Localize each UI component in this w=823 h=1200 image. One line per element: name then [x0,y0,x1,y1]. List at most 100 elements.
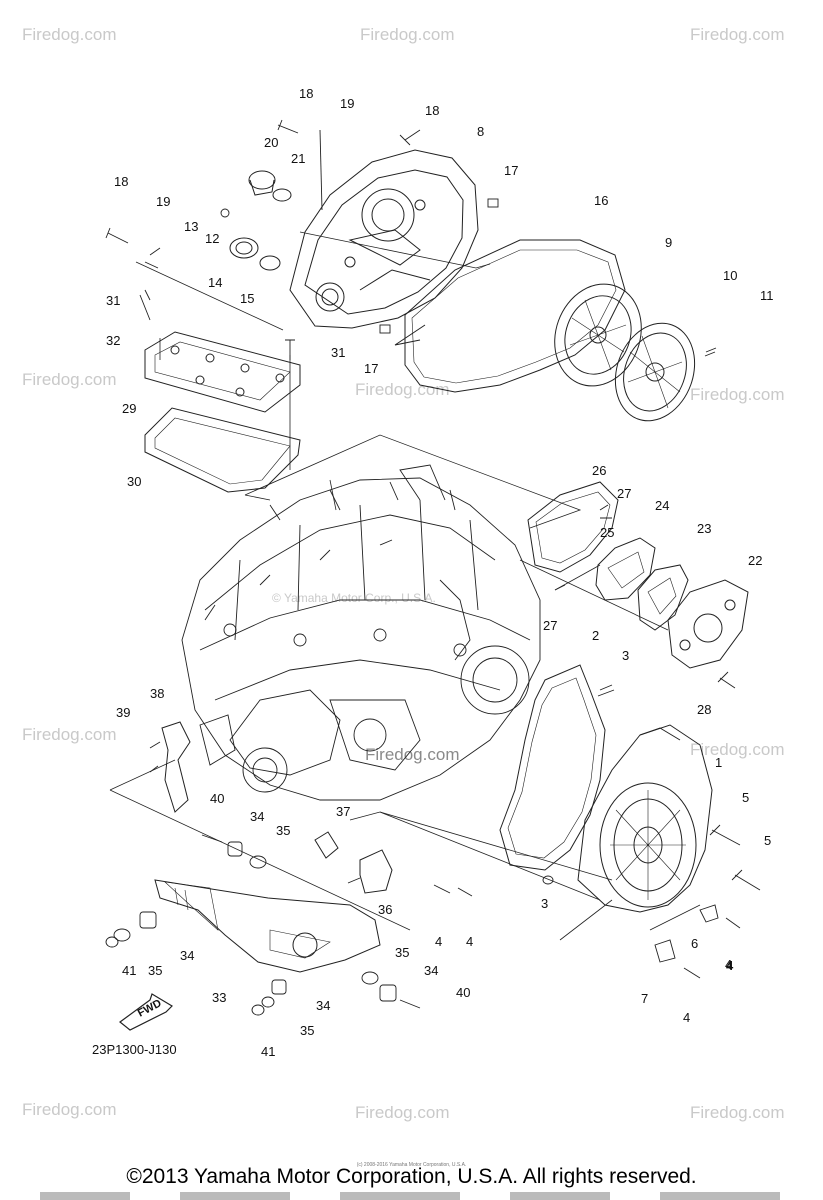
callout: 9 [665,235,672,250]
sump-cover [144,331,301,413]
callout: 19 [156,194,170,209]
fasteners [105,119,761,1016]
callout: 36 [378,902,392,917]
sump-gasket [144,407,301,493]
generator-cover-gasket [499,664,606,871]
callout: 37 [336,804,350,819]
callout: 35 [300,1023,314,1038]
callout: 4 [435,934,442,949]
callout: 12 [205,231,219,246]
callout: 19 [340,96,354,111]
clutch-cover [289,149,479,329]
callout: 4 [683,1010,690,1025]
callout: 34 [424,963,438,978]
callout: 34 [250,809,264,824]
tiny-notice: (c) 2008-2016 Yamaha Motor Corporation, … [356,1162,467,1168]
watermark: Firedog.com [365,745,459,764]
callout: 22 [748,553,762,568]
callout: 21 [291,151,305,166]
watermark: Firedog.com [690,385,784,404]
generator-cover [577,724,713,913]
callout: 39 [116,705,130,720]
clutch-cover-gasket [404,239,626,393]
bracket-36 [359,849,393,894]
callout: 34 [316,998,330,1013]
watermark: Firedog.com [355,380,449,399]
gasket-26-inner [535,491,611,564]
watermark: Firedog.com [355,1103,449,1122]
callout: 10 [723,268,737,283]
callout: 31 [331,345,345,360]
watermark: Firedog.com [22,370,116,389]
center-watermark: © Yamaha Motor Corp., U.S.A. [272,591,436,605]
watermark: Firedog.com [22,1100,116,1119]
crankcase [181,464,541,801]
callout: 40 [210,791,224,806]
callout: 40 [456,985,470,1000]
callout: 23 [697,521,711,536]
callout: 17 [504,163,518,178]
fwd-label: FWD [136,997,164,1019]
callout-labels: 1 2 3 3 4 4 4 4 4 5 5 6 7 8 9 10 11 12 1… [106,86,774,1059]
callout: 38 [150,686,164,701]
watermark: Firedog.com [690,25,784,44]
callout: 14 [208,275,222,290]
callout: 25 [600,525,614,540]
cover-plate-9 [554,283,642,387]
callout: 3 [541,896,548,911]
callout: 17 [364,361,378,376]
callout: 15 [240,291,254,306]
gasket-2-inner [507,677,597,859]
callout: 18 [114,174,128,189]
callout: 35 [276,823,290,838]
sensor-37 [314,831,339,859]
callout: 8 [477,124,484,139]
o-ring-15 [259,255,281,271]
callout: 24 [655,498,669,513]
watermark-layer: Firedog.com Firedog.com Firedog.com Fire… [22,25,784,1122]
copyright-notice: ©2013 Yamaha Motor Corporation, U.S.A. A… [126,1165,697,1188]
callout: 27 [543,618,557,633]
filler-cap [248,170,276,196]
callout: 3 [622,648,629,663]
callout: 34 [180,948,194,963]
cover-plate-10 [614,322,696,422]
callout: 4 [466,934,473,949]
callout: 28 [697,702,711,717]
callout: 11 [760,288,774,303]
forward-arrow [119,993,173,1031]
callout: 32 [106,333,120,348]
callout: 6 [691,936,698,951]
callout: 16 [594,193,608,208]
watermark: Firedog.com [22,25,116,44]
cut-off-row [0,1192,823,1200]
callout: 41 [122,963,136,978]
callout: 35 [148,963,162,978]
skid-plate [154,879,381,973]
callout: 35 [395,945,409,960]
watermark: Firedog.com [690,740,784,759]
callout: 33 [212,990,226,1005]
cover-22 [667,579,749,669]
callout: 4 [725,957,732,972]
callout: 27 [617,486,631,501]
bracket-38 [161,721,191,813]
callout: 2 [592,628,599,643]
callout: 26 [592,463,606,478]
callout: 5 [764,833,771,848]
cover-gasket-26 [527,481,619,573]
callout: 18 [299,86,313,101]
callout: 5 [742,790,749,805]
callout: 7 [641,991,648,1006]
cover-24 [595,537,656,601]
callout: 18 [425,103,439,118]
callout: 30 [127,474,141,489]
watermark: Firedog.com [690,1103,784,1122]
watermark: Firedog.com [22,725,116,744]
cover-23 [637,564,689,631]
sump-gasket-inner [154,417,291,485]
gasket-inner-line [411,249,617,384]
callout: 1 [715,755,722,770]
callout: 29 [122,401,136,416]
